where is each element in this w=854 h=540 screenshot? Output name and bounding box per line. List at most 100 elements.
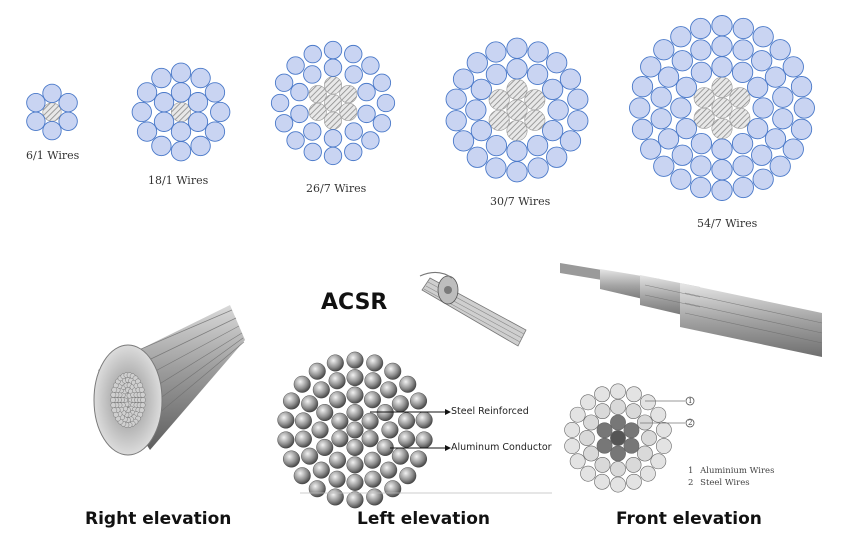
- ball-strand: [380, 461, 398, 479]
- ball-strand: [312, 461, 330, 479]
- aluminum-strand: [270, 93, 290, 113]
- aluminum-strand: [610, 476, 626, 493]
- aluminum-strand: [636, 445, 653, 462]
- aluminum-strand: [650, 86, 672, 108]
- aluminum-strand: [286, 56, 305, 75]
- ball-strand: [282, 450, 300, 468]
- caption-left-elevation: Left elevation: [357, 509, 490, 529]
- ball-strand: [328, 372, 346, 390]
- end-face-strand: [110, 391, 117, 398]
- aluminum-strand: [690, 176, 712, 199]
- steel-strand: [339, 85, 358, 104]
- aluminum-strand: [711, 15, 733, 37]
- aluminum-strand: [445, 110, 467, 132]
- aluminum-strand: [670, 26, 692, 48]
- aluminum-strand: [564, 438, 581, 454]
- aluminum-strand: [470, 119, 492, 142]
- ball-strand: [316, 404, 334, 422]
- ball-strand: [308, 480, 326, 498]
- ball-strand: [391, 395, 409, 413]
- ball-strand: [277, 431, 295, 449]
- aluminum-strand: [542, 119, 564, 142]
- aluminum-strand: [580, 465, 596, 482]
- aluminum-strand: [542, 78, 564, 101]
- aluminum-strand: [559, 68, 582, 90]
- aluminum-strand: [131, 101, 152, 123]
- legend-item-steel: 2 Steel Wires: [688, 478, 750, 488]
- ball-strand: [384, 480, 402, 498]
- aluminum-strand: [170, 121, 192, 142]
- aluminum-strand: [747, 76, 769, 99]
- legend-item-steel-label: Steel Wires: [700, 478, 750, 488]
- ball-strand: [415, 411, 433, 429]
- ball-strand: [361, 412, 379, 430]
- aluminum-strand: [361, 131, 380, 150]
- ball-strand: [346, 491, 364, 509]
- steel-strand: [711, 118, 733, 140]
- aluminum-strand: [190, 67, 211, 89]
- aluminum-strand: [690, 133, 713, 155]
- aluminum-strand: [344, 122, 363, 141]
- aluminum-strand: [58, 93, 78, 113]
- aluminum-strand: [506, 161, 528, 183]
- aluminum-strand: [671, 144, 693, 166]
- aluminum-strand: [567, 88, 589, 110]
- ball-strand: [328, 470, 346, 488]
- aluminum-strand: [136, 121, 158, 142]
- aluminum-strand: [506, 58, 528, 80]
- ball-strand: [364, 372, 382, 390]
- aluminum-strand: [361, 56, 380, 75]
- steel-strand: [596, 437, 613, 454]
- aluminum-strand: [631, 76, 654, 98]
- ball-strand: [391, 447, 409, 465]
- aluminum-strand: [752, 26, 774, 48]
- aluminum-strand: [526, 63, 549, 85]
- callout-steel-reinforced: Steel Reinforced: [451, 406, 529, 417]
- aluminum-strand: [711, 179, 733, 201]
- steel-strand: [693, 107, 715, 129]
- aluminum-strand: [655, 438, 672, 454]
- aluminum-strand: [690, 39, 712, 61]
- label-54-7-wires: 54/7 Wires: [697, 217, 758, 230]
- aluminum-strand: [772, 86, 794, 108]
- aluminum-strand: [344, 44, 363, 64]
- steel-strand: [711, 97, 733, 119]
- aluminum-strand: [764, 66, 787, 88]
- aluminum-strand: [690, 61, 713, 83]
- aluminum-strand: [546, 52, 568, 74]
- aluminum-strand: [274, 114, 294, 133]
- ball-strand: [293, 467, 311, 485]
- aluminum-strand: [357, 82, 376, 102]
- aluminum-strand: [357, 104, 376, 124]
- ball-strand: [346, 369, 364, 387]
- aluminum-strand: [170, 82, 192, 103]
- steel-strand: [610, 414, 626, 431]
- ball-strand: [346, 438, 364, 456]
- aluminum-strand: [711, 56, 733, 78]
- aluminum-strand: [671, 50, 693, 72]
- aluminum-strand: [567, 110, 589, 132]
- aluminum-strand: [344, 65, 363, 84]
- ball-strand: [346, 404, 364, 422]
- aluminum-strand: [747, 117, 769, 140]
- aluminum-strand: [376, 93, 396, 113]
- ball-strand: [346, 456, 364, 474]
- steel-strand: [323, 111, 343, 130]
- aluminum-strand: [594, 456, 611, 473]
- ball-strand: [399, 375, 417, 393]
- ball-strand: [410, 450, 428, 468]
- aluminum-strand: [372, 114, 392, 133]
- aluminum-strand: [610, 461, 626, 477]
- ball-strand: [346, 386, 364, 404]
- cable-end-illustration: [93, 305, 245, 456]
- cross-section-6-1: [26, 15, 815, 201]
- end-face-strand: [139, 391, 146, 398]
- ball-strand: [316, 438, 334, 456]
- aluminum-strand: [650, 453, 667, 470]
- ball-strand: [363, 451, 381, 469]
- ball-strand: [376, 404, 394, 422]
- aluminum-strand: [732, 155, 754, 177]
- ball-strand: [410, 392, 428, 410]
- aluminum-strand: [610, 383, 626, 400]
- aluminum-strand: [547, 99, 569, 121]
